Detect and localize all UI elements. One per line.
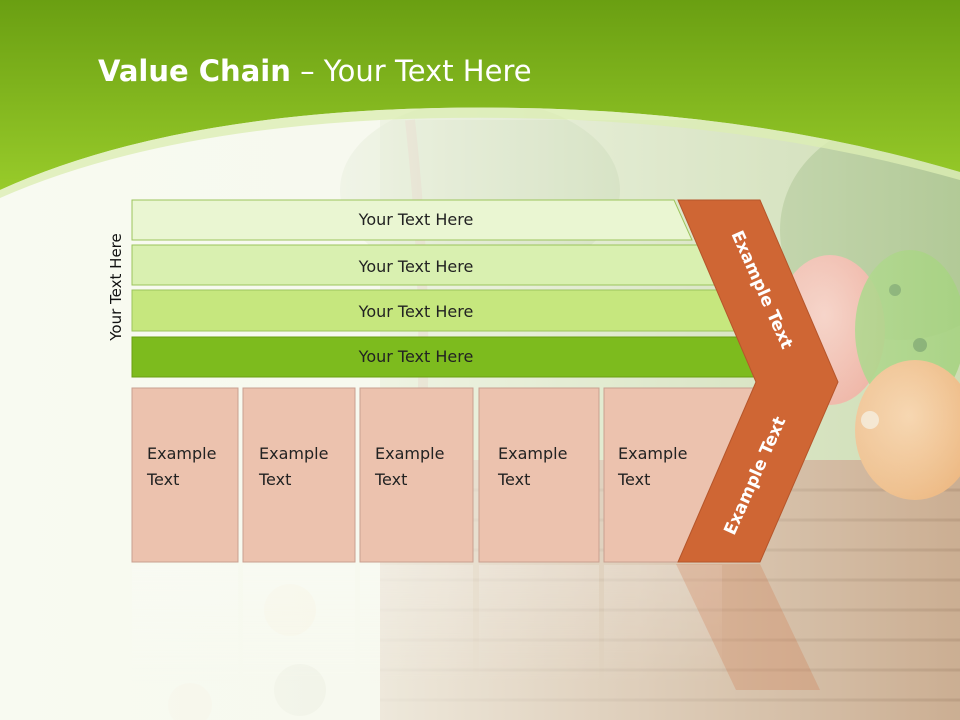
box-line-2: Text — [258, 470, 291, 489]
title-rest: – Your Text Here — [290, 54, 532, 88]
row-bar-1[interactable]: Your Text Here — [131, 199, 693, 241]
box-line-1: Example — [147, 444, 216, 463]
example-box-3[interactable]: Example Text — [359, 387, 474, 563]
slide-title: Value Chain – Your Text Here — [98, 54, 532, 88]
row-bar-4[interactable]: Your Text Here — [131, 336, 763, 378]
box-line-2: Text — [497, 470, 530, 489]
box-line-2: Text — [617, 470, 650, 489]
row-label: Your Text Here — [358, 257, 474, 276]
row-bar-2[interactable]: Your Text Here — [131, 244, 717, 286]
box-line-1: Example — [375, 444, 444, 463]
box-line-1: Example — [498, 444, 567, 463]
example-box-5[interactable]: Example Text — [603, 387, 763, 563]
example-box-2[interactable]: Example Text — [242, 387, 356, 563]
box-line-2: Text — [146, 470, 179, 489]
box-line-1: Example — [618, 444, 687, 463]
box-line-1: Example — [259, 444, 328, 463]
row-label: Your Text Here — [358, 210, 474, 229]
title-bold: Value Chain — [98, 54, 291, 88]
row-label: Your Text Here — [358, 302, 474, 321]
example-box-1[interactable]: Example Text — [131, 387, 239, 563]
row-bar-3[interactable]: Your Text Here — [131, 289, 739, 332]
box-line-2: Text — [374, 470, 407, 489]
row-label: Your Text Here — [358, 347, 474, 366]
value-chain-chevron[interactable]: Example Text Example Text — [677, 199, 839, 563]
boxes-reflection — [132, 565, 722, 685]
chevron-reflection — [676, 564, 820, 690]
example-box-4[interactable]: Example Text — [478, 387, 600, 563]
